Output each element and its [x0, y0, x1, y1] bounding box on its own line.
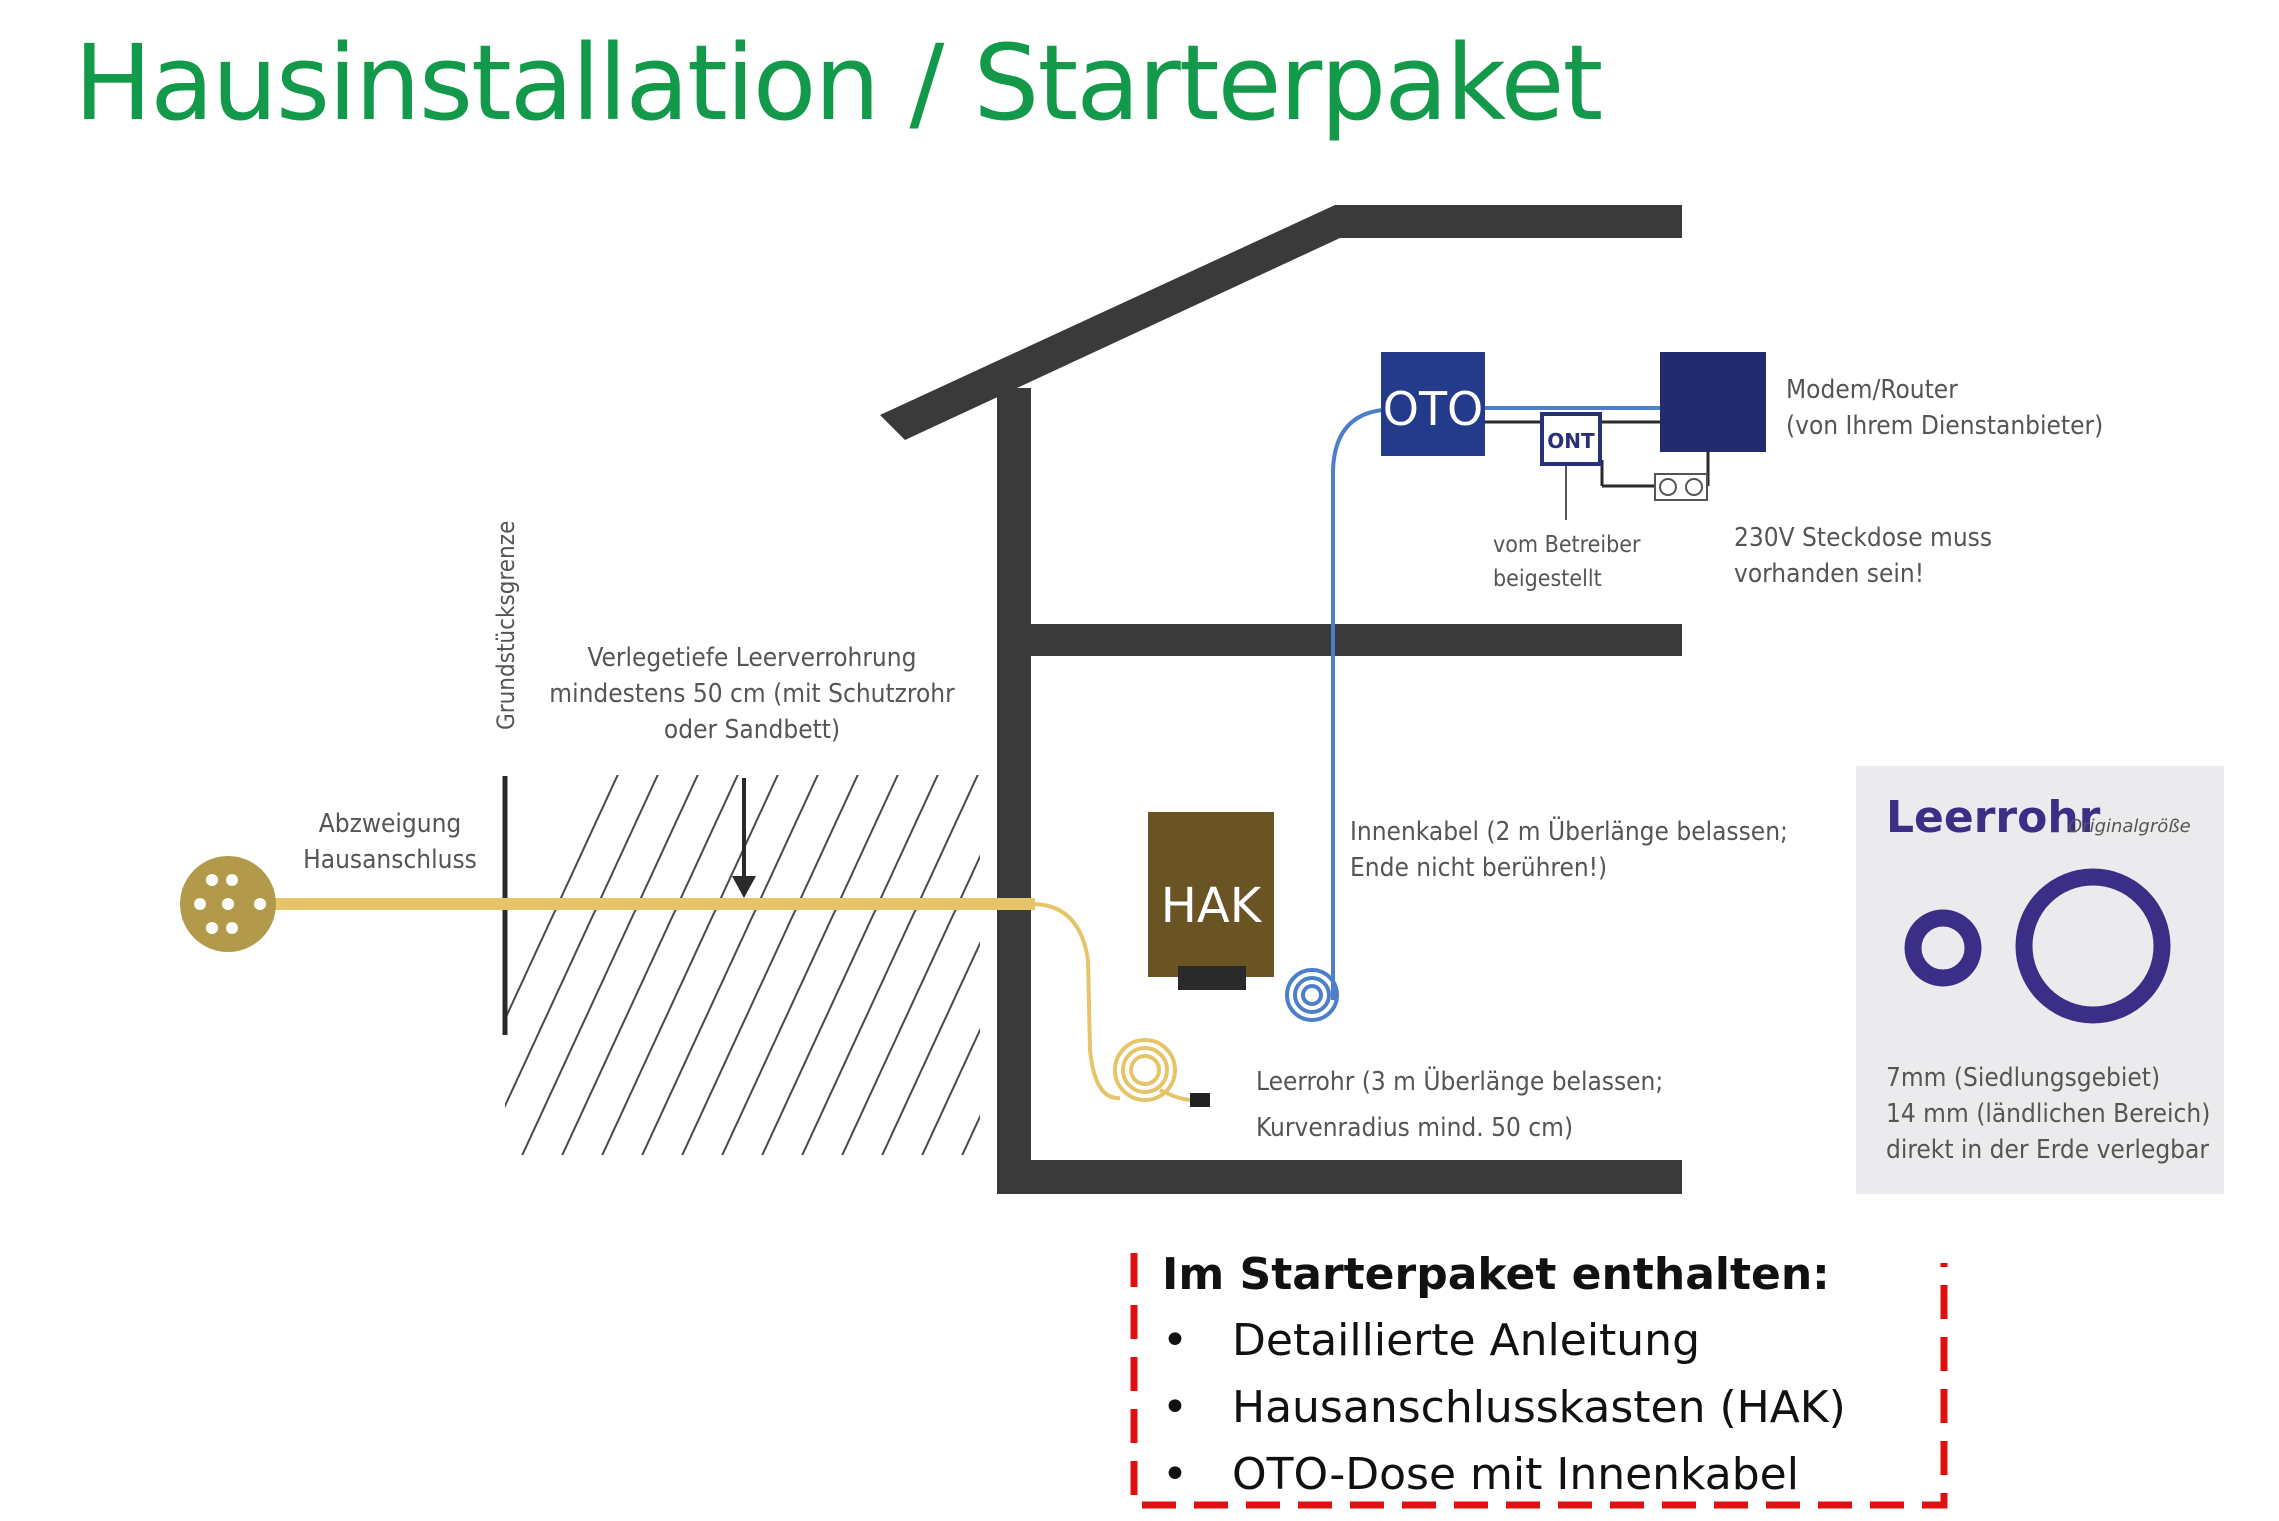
oto-box: OTO [1381, 352, 1485, 456]
svg-text:Verlegetiefe Leerverrohrung: Verlegetiefe Leerverrohrung [588, 643, 917, 673]
inner-fiber-cable [1285, 408, 1384, 1022]
starter-item: •OTO-Dose mit Innenkabel [1162, 1449, 1799, 1500]
svg-text:beigestellt: beigestellt [1493, 566, 1602, 592]
leerrohr-card-title: Leerrohr [1886, 792, 2101, 843]
svg-text:Modem/Router: Modem/Router [1786, 375, 1958, 405]
tube-14mm-icon [2015, 868, 2171, 1024]
svg-text:oder Sandbett): oder Sandbett) [664, 715, 840, 745]
starter-item: •Hausanschlusskasten (HAK) [1162, 1382, 1846, 1433]
hak-box: HAK [1148, 812, 1274, 990]
svg-text:mindestens 50 cm (mit Schutzro: mindestens 50 cm (mit Schutzrohr [549, 679, 955, 709]
ont-label: ONT [1547, 429, 1595, 453]
hak-label: HAK [1161, 878, 1263, 934]
starter-dashed-border [1130, 1253, 1948, 1509]
svg-text:7mm (Siedlungsgebiet): 7mm (Siedlungsgebiet) [1886, 1063, 2160, 1093]
svg-text:(von Ihrem Dienstanbieter): (von Ihrem Dienstanbieter) [1786, 411, 2103, 441]
conduit-tube [260, 898, 1035, 910]
page-title: Hausinstallation / Starterpaket [74, 22, 1603, 144]
tube-7mm-icon [1904, 909, 1982, 987]
modem-router-box [1660, 352, 1766, 452]
leerrohr-card: Leerrohr Originalgröße 7mm (Siedlungsgeb… [1856, 766, 2224, 1194]
soil-hatch [505, 775, 980, 1155]
inner-cable-label: Innenkabel (2 m Überlänge belassen; Ende… [1350, 815, 1788, 883]
depth-arrow-icon [732, 778, 756, 898]
svg-text:Hausanschluss: Hausanschluss [303, 845, 477, 875]
svg-text:Ende nicht berühren!): Ende nicht berühren!) [1350, 853, 1607, 883]
operator-label: vom Betreiber beigestellt [1493, 532, 1641, 592]
starter-item: •Detaillierte Anleitung [1162, 1315, 1700, 1366]
property-boundary-label: Grundstücksgrenze [492, 521, 520, 730]
outlet-label: 230V Steckdose muss vorhanden sein! [1734, 523, 1992, 589]
modem-label: Modem/Router (von Ihrem Dienstanbieter) [1786, 375, 2103, 441]
oto-label: OTO [1383, 382, 1484, 436]
laying-depth-label: Verlegetiefe Leerverrohrung mindestens 5… [549, 643, 955, 745]
svg-text:Leerrohr (3 m Überlänge belass: Leerrohr (3 m Überlänge belassen; [1256, 1065, 1663, 1097]
starter-heading: Im Starterpaket enthalten: [1162, 1249, 1830, 1300]
starter-package-box: Im Starterpaket enthalten: •Detaillierte… [1130, 1243, 1948, 1510]
branch-connection-icon [180, 856, 276, 952]
svg-text:14 mm (ländlichen Bereich): 14 mm (ländlichen Bereich) [1886, 1099, 2210, 1129]
svg-text:direkt in der Erde verlegbar: direkt in der Erde verlegbar [1886, 1135, 2209, 1165]
conduit-coil [1034, 902, 1193, 1102]
svg-text:vom Betreiber: vom Betreiber [1493, 532, 1641, 558]
house-outline [880, 205, 1682, 1194]
svg-text:Innenkabel (2 m Überlänge bela: Innenkabel (2 m Überlänge belassen; [1350, 815, 1788, 847]
svg-text:Kurvenradius mind. 50 cm): Kurvenradius mind. 50 cm) [1256, 1113, 1573, 1143]
svg-text:230V Steckdose muss: 230V Steckdose muss [1734, 523, 1992, 553]
leerrohr-card-subtitle: Originalgröße [2068, 816, 2191, 837]
conduit-end-cap [1190, 1093, 1210, 1107]
svg-text:vorhanden sein!: vorhanden sein! [1734, 559, 1924, 589]
power-outlet-icon [1654, 473, 1708, 501]
ont-box: ONT [1540, 412, 1602, 466]
branch-label: Abzweigung Hausanschluss [303, 809, 477, 875]
svg-text:Abzweigung: Abzweigung [319, 809, 462, 839]
conduit-label: Leerrohr (3 m Überlänge belassen; Kurven… [1256, 1065, 1663, 1143]
